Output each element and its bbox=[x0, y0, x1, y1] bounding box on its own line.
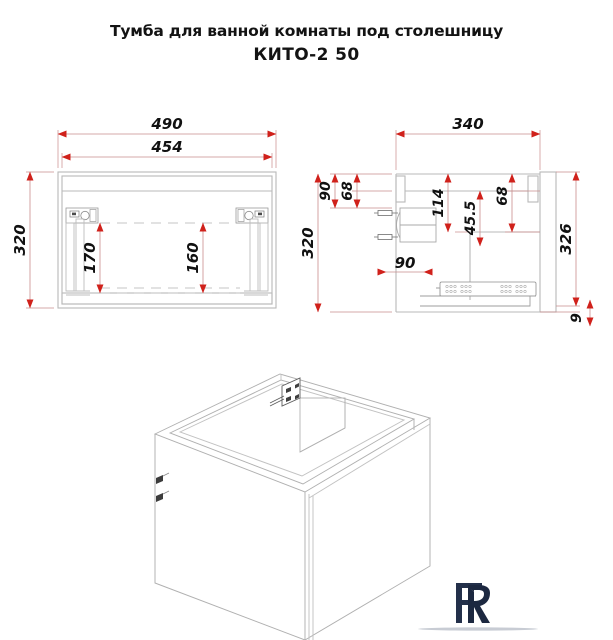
side-hinge-offset-value: 90 bbox=[318, 181, 334, 201]
page-title: Тумба для ванной комнаты под столешницу bbox=[109, 22, 504, 40]
front-hinge-height-dimension: 170 bbox=[81, 222, 104, 294]
front-hardware-right bbox=[235, 207, 269, 296]
side-panel-gap-dimension: 45.5 bbox=[463, 190, 484, 247]
side-hinge-plate-back-dimension: 68 bbox=[495, 173, 516, 233]
front-overall-height-dimension: 320 bbox=[11, 171, 34, 309]
side-hinge-width-dimension: 90 bbox=[377, 254, 433, 276]
side-base-gap-value: 9 bbox=[569, 313, 585, 323]
front-overall-width-dimension: 490 bbox=[57, 115, 277, 138]
side-depth-value: 340 bbox=[452, 115, 483, 133]
side-slide-drop-dimension: 114 bbox=[431, 173, 452, 233]
front-inner-width-value: 454 bbox=[150, 138, 182, 156]
front-hidden-lines bbox=[100, 222, 240, 294]
logo-monogram bbox=[456, 583, 490, 623]
side-overall-height-value: 320 bbox=[299, 227, 317, 258]
front-hardware-left bbox=[65, 207, 99, 296]
side-drawer-slide bbox=[420, 281, 537, 307]
side-hinge-assembly bbox=[374, 207, 437, 243]
front-overall-height-value: 320 bbox=[11, 224, 29, 255]
side-hinge-plate-top-value: 68 bbox=[340, 181, 356, 201]
side-base-gap-dimension: 9 bbox=[569, 299, 594, 327]
side-slide-drop-value: 114 bbox=[431, 188, 447, 217]
iso-mounting-brackets bbox=[156, 475, 163, 502]
isometric-view bbox=[153, 373, 432, 640]
front-inner-width-dimension: 454 bbox=[61, 138, 273, 161]
front-view: 490 454 320 170 160 bbox=[11, 115, 277, 309]
side-view: 340 90 68 114 45.5 bbox=[299, 115, 594, 327]
front-overall-width-value: 490 bbox=[150, 115, 182, 133]
side-depth-dimension: 340 bbox=[395, 115, 541, 138]
logo-shadow bbox=[418, 627, 538, 631]
side-hinge-plate-top-dimension: 68 bbox=[340, 173, 361, 209]
page-subtitle: КИТО-2 50 bbox=[253, 45, 360, 65]
front-drawer-height-value: 160 bbox=[184, 242, 202, 273]
side-overall-height-dimension: 320 bbox=[299, 173, 322, 313]
side-panel-gap-value: 45.5 bbox=[463, 200, 479, 236]
side-hinge-plate-back-value: 68 bbox=[495, 186, 511, 206]
front-drawer-height-dimension: 160 bbox=[184, 222, 207, 294]
side-body-height-dimension: 326 bbox=[557, 171, 580, 307]
brand-logo bbox=[398, 575, 558, 637]
side-body-height-value: 326 bbox=[557, 223, 575, 254]
front-hinge-height-value: 170 bbox=[81, 242, 99, 273]
side-hinge-width-value: 90 bbox=[395, 254, 416, 272]
front-cabinet-outline bbox=[57, 171, 277, 309]
side-hinge-offset-dimension: 90 bbox=[318, 173, 339, 209]
